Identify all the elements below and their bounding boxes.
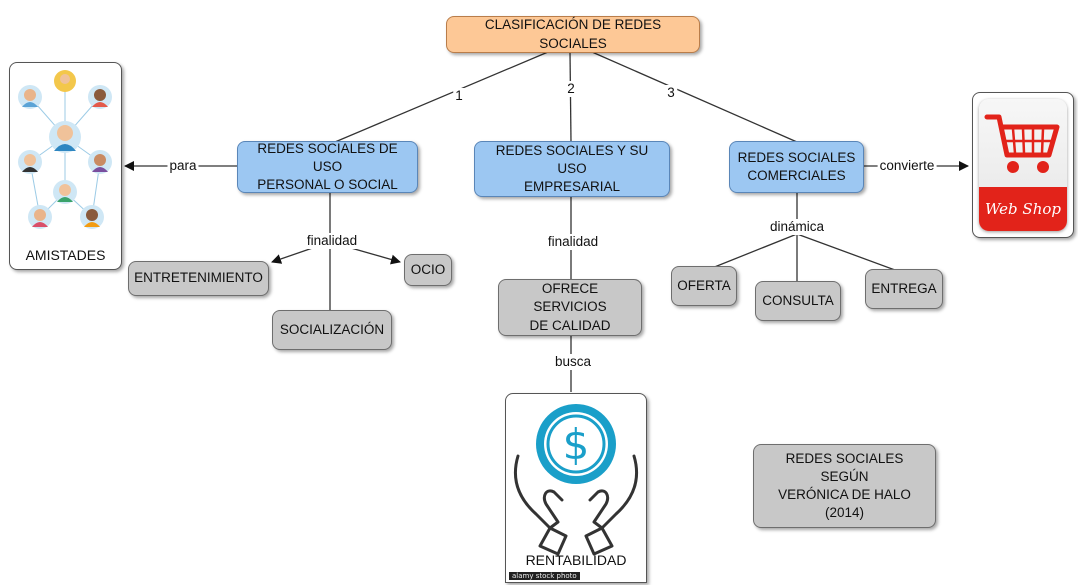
money-hands-icon: $ — [514, 404, 638, 556]
node-ocio-label: OCIO — [410, 261, 446, 277]
node-servicios[interactable]: OFRECE SERVICIOS DE CALIDAD — [498, 279, 642, 336]
link-label-finalidad-personal: finalidad — [304, 233, 360, 249]
node-fuente-label: REDES SOCIALES SEGÚN VERÓNICA DE HALO (2… — [778, 450, 911, 521]
node-socializacion-label: SOCIALIZACIÓN — [279, 321, 385, 337]
link-root-comerciales — [591, 51, 798, 143]
svg-text:$: $ — [563, 420, 590, 469]
amistades-caption: AMISTADES — [25, 247, 106, 263]
link-label-convierte: convierte — [877, 158, 937, 174]
node-empresarial[interactable]: REDES SOCIALES Y SU USO EMPRESARIAL — [474, 141, 670, 197]
node-consulta[interactable]: CONSULTA — [755, 281, 841, 321]
root-node[interactable]: CLASIFICACIÓN DE REDES SOCIALES — [446, 16, 700, 53]
node-entrega[interactable]: ENTREGA — [865, 269, 943, 309]
node-personal[interactable]: REDES SOCIALES DE USO PERSONAL O SOCIAL — [237, 141, 418, 193]
node-consulta-label: CONSULTA — [762, 292, 834, 308]
node-socializacion[interactable]: SOCIALIZACIÓN — [272, 310, 392, 350]
webshop-banner: Web Shop — [979, 187, 1067, 231]
link-label-3: 3 — [665, 85, 677, 101]
amistades-image[interactable]: AMISTADES — [9, 62, 122, 270]
link-dinamica-entrega — [796, 233, 896, 271]
node-servicios-label: OFRECE SERVICIOS DE CALIDAD — [529, 281, 611, 333]
rentabilidad-image[interactable]: $ RENTABILIDAD alamy stock photo — [505, 393, 647, 583]
node-personal-label: REDES SOCIALES DE USO PERSONAL O SOCIAL — [257, 140, 398, 193]
node-entretenimiento-label: ENTRETENIMIENTO — [134, 270, 263, 286]
link-label-2: 2 — [565, 81, 577, 97]
node-empresarial-label: REDES SOCIALES Y SU USO EMPRESARIAL — [495, 142, 649, 195]
node-ocio[interactable]: OCIO — [404, 254, 452, 286]
link-dinamica-oferta — [711, 233, 798, 269]
link-label-finalidad-empresarial: finalidad — [545, 234, 601, 250]
webshop-tile: Web Shop — [979, 99, 1067, 231]
shopping-cart-icon — [984, 114, 1060, 173]
webshop-image[interactable]: Web Shop — [972, 92, 1074, 238]
rentabilidad-caption: RENTABILIDAD — [525, 552, 627, 568]
root-node-label: CLASIFICACIÓN DE REDES SOCIALES — [484, 17, 662, 51]
node-fuente[interactable]: REDES SOCIALES SEGÚN VERÓNICA DE HALO (2… — [753, 444, 936, 528]
photo-credit: alamy stock photo — [509, 572, 580, 580]
link-label-para: para — [167, 158, 199, 174]
node-comerciales-label: REDES SOCIALES COMERCIALES — [737, 149, 856, 183]
link-root-personal — [334, 51, 549, 143]
friends-network-icon — [18, 70, 112, 229]
link-label-1: 1 — [453, 88, 465, 104]
node-oferta-label: OFERTA — [677, 277, 731, 293]
node-comerciales[interactable]: REDES SOCIALES COMERCIALES — [729, 141, 864, 193]
link-root-empresarial — [569, 51, 572, 143]
link-label-busca: busca — [552, 354, 594, 370]
link-label-dinamica: dinámica — [767, 219, 827, 235]
node-entrega-label: ENTREGA — [871, 280, 937, 296]
node-oferta[interactable]: OFERTA — [671, 266, 737, 306]
webshop-label: Web Shop — [984, 200, 1061, 218]
node-entretenimiento[interactable]: ENTRETENIMIENTO — [128, 261, 269, 296]
